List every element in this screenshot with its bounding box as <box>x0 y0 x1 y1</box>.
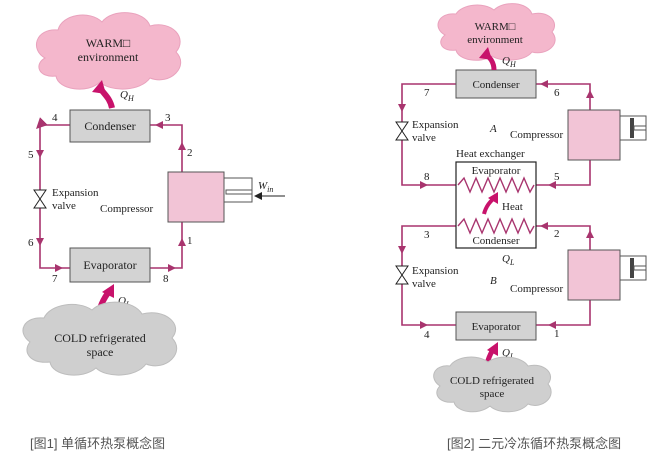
state2-5: 5 <box>554 171 560 183</box>
condenser-1: Condenser <box>69 109 151 143</box>
cold-label-line2: space <box>87 345 114 359</box>
warm-environment-cloud-2: WARM□ environment <box>437 3 556 61</box>
compressor-b-label: Compressor <box>510 283 564 295</box>
state-4: 4 <box>52 112 58 124</box>
warm-label-line2: environment <box>78 50 139 64</box>
cycle-a-label: A <box>489 123 497 135</box>
qh-label-2: QH <box>502 55 517 69</box>
cycle-b-label: B <box>490 275 497 287</box>
qh-heat-arrow-1: QH <box>92 80 135 109</box>
compressor-a: Compressor <box>510 109 647 161</box>
evaporator-label: Evaporator <box>83 258 136 272</box>
figure-2-caption: [图2] 二元冷冻循环热泵概念图 <box>447 436 622 451</box>
cold-label-2-line2: space <box>480 388 505 400</box>
state2-4: 4 <box>424 329 430 341</box>
compressor-b: Compressor <box>510 249 647 301</box>
figure-1-single-cycle: WARM□ environment Expansion <box>22 12 285 376</box>
evaporator-bottom-2: Evaporator <box>455 311 537 341</box>
evaporator-bottom-label: Evaporator <box>472 321 521 333</box>
flow-arrows <box>36 121 186 272</box>
state2-3: 3 <box>424 229 430 241</box>
state-2: 2 <box>187 147 193 159</box>
figure-2-cascade-cycle: WARM□ environment <box>395 3 647 413</box>
expansion-label-line2: valve <box>52 200 76 212</box>
expansion-valve-b: Expansion valve <box>395 265 459 290</box>
state-3: 3 <box>165 112 171 124</box>
warm-label-2-line2: environment <box>467 34 523 46</box>
win-label: Win <box>258 180 273 194</box>
state-5: 5 <box>28 149 34 161</box>
expansion-a-line1: Expansion <box>412 119 459 131</box>
state-6: 6 <box>28 237 34 249</box>
state-1: 1 <box>187 235 193 247</box>
state-8: 8 <box>163 273 169 285</box>
expansion-label-line1: Expansion <box>52 187 99 199</box>
state2-6: 6 <box>554 87 560 99</box>
compressor-a-label: Compressor <box>510 129 564 141</box>
cold-label-2-line1: COLD refrigerated <box>450 375 534 387</box>
condenser-top-label: Condenser <box>472 79 519 91</box>
cold-label-line1: COLD refrigerated <box>54 331 146 345</box>
expansion-b-line2: valve <box>412 278 436 290</box>
expansion-a-line2: valve <box>412 132 436 144</box>
ql-mid-label: QL <box>502 253 515 267</box>
state2-8: 8 <box>424 171 430 183</box>
warm-label-2-line1: WARM□ <box>475 21 516 33</box>
warm-label-line1: WARM□ <box>86 36 131 50</box>
hx-heat-label: Heat <box>502 201 523 213</box>
compressor-1: Compressor Win <box>100 171 285 223</box>
warm-environment-cloud: WARM□ environment <box>35 12 182 90</box>
condenser-top-2: Condenser <box>455 69 537 99</box>
state-numbers-2: 1 2 3 4 5 6 7 8 <box>424 87 560 341</box>
cold-space-cloud-2: COLD refrigerated space <box>433 356 552 413</box>
state2-2: 2 <box>554 228 560 240</box>
heat-exchanger-label: Heat exchanger <box>456 148 525 160</box>
figure-1-caption: [图1] 单循环热泵概念图 <box>30 436 166 451</box>
heat-exchanger: Heat exchanger Evaporator Heat Condenser <box>455 148 537 249</box>
hx-condenser-label: Condenser <box>472 235 519 247</box>
cold-space-cloud: COLD refrigerated space <box>22 301 178 376</box>
evaporator-1: Evaporator <box>69 247 151 283</box>
qh-label: QH <box>120 89 135 103</box>
state2-1: 1 <box>554 328 560 340</box>
condenser-label: Condenser <box>84 119 135 133</box>
expansion-valve-a: Expansion valve <box>395 119 459 144</box>
expansion-b-line1: Expansion <box>412 265 459 277</box>
hx-condenser-coil <box>457 217 535 235</box>
ql-label-2: QL <box>502 347 515 361</box>
state-7: 7 <box>52 273 58 285</box>
hx-evaporator-coil <box>457 176 535 194</box>
compressor-label: Compressor <box>100 203 154 215</box>
qh-heat-arrow-2: QH <box>479 47 517 71</box>
state-numbers-1: 1 2 3 4 5 6 7 8 <box>28 112 193 285</box>
expansion-valve-1: Expansion valve <box>33 187 99 212</box>
state2-7: 7 <box>424 87 430 99</box>
flow-arrows-2 <box>398 80 594 329</box>
hx-evaporator-label: Evaporator <box>472 165 521 177</box>
